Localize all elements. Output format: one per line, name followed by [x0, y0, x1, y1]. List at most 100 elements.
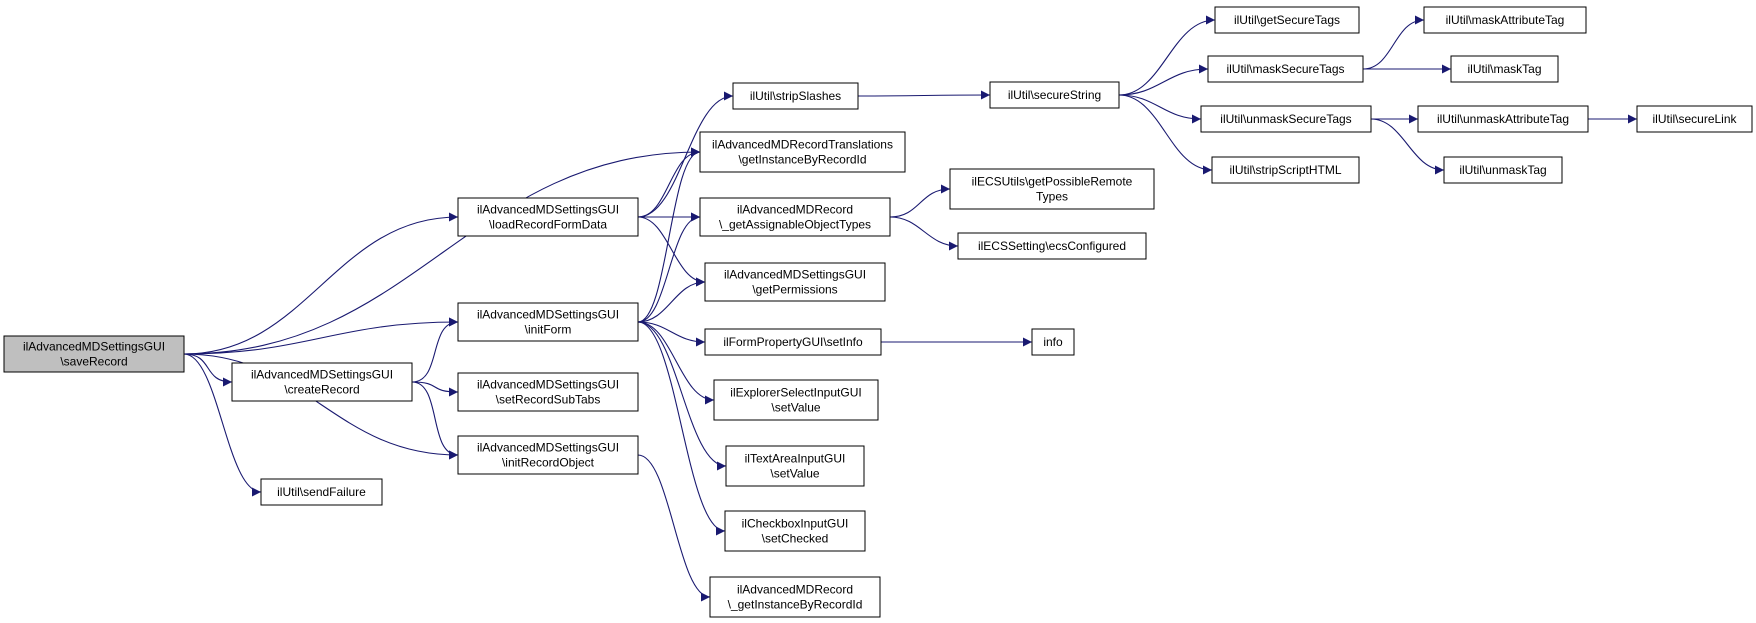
node-label: ilECSUtils\getPossibleRemote	[972, 175, 1133, 189]
node-box	[1207, 55, 1364, 83]
node-box	[1443, 156, 1563, 184]
node-box	[457, 302, 639, 342]
node-label: Types	[1036, 190, 1068, 204]
node-label: \initForm	[525, 323, 572, 337]
edge-create-record-to-set-record-sub-tabs	[411, 381, 459, 397]
node-save-record[interactable]: ilAdvancedMDSettingsGUI\saveRecord	[3, 335, 185, 373]
node-label: ilAdvancedMDSettingsGUI	[477, 308, 619, 322]
edge-load-record-form-data-to-translations	[637, 147, 701, 218]
edge-save-record-to-init-record-object	[183, 353, 459, 460]
node-secure-string[interactable]: ilUtil\secureString	[989, 81, 1120, 109]
node-box	[732, 82, 859, 110]
edge-init-form-to-permissions	[637, 277, 706, 323]
node-checkbox-set[interactable]: ilCheckboxInputGUI\setChecked	[724, 510, 866, 552]
node-box	[699, 197, 891, 237]
edge-create-record-to-init-form	[411, 317, 459, 383]
edge-save-record-to-load-record-form-data	[183, 212, 459, 355]
node-box	[713, 379, 879, 421]
edge-save-record-to-init-form	[183, 317, 459, 355]
node-label: ilUtil\stripSlashes	[750, 89, 841, 103]
node-box	[3, 335, 185, 373]
node-box	[231, 362, 413, 402]
edge-create-record-to-init-record-object	[411, 381, 459, 460]
node-label: ilUtil\maskSecureTags	[1226, 62, 1344, 76]
node-box	[1214, 6, 1360, 34]
node-label: ilFormPropertyGUI\setInfo	[723, 335, 863, 349]
node-box	[1031, 328, 1075, 356]
node-strip-script-html[interactable]: ilUtil\stripScriptHTML	[1211, 156, 1360, 184]
node-get-secure-tags[interactable]: ilUtil\getSecureTags	[1214, 6, 1360, 34]
node-box	[949, 168, 1155, 210]
node-mask-secure-tags[interactable]: ilUtil\maskSecureTags	[1207, 55, 1364, 83]
node-explorer-set[interactable]: ilExplorerSelectInputGUI\setValue	[713, 379, 879, 421]
edge-strip-slashes-to-secure-string	[857, 90, 991, 100]
node-box	[1450, 55, 1559, 83]
node-box	[704, 262, 886, 302]
edge-mask-secure-tags-to-mask-attribute-tag	[1362, 15, 1425, 70]
node-label: ilUtil\unmaskAttributeTag	[1437, 112, 1569, 126]
node-box	[1211, 156, 1360, 184]
node-label: \setChecked	[762, 532, 829, 546]
node-set-record-sub-tabs[interactable]: ilAdvancedMDSettingsGUI\setRecordSubTabs	[457, 372, 639, 412]
node-label: ilAdvancedMDRecord	[737, 583, 853, 597]
node-box	[457, 197, 639, 237]
edge-load-record-form-data-to-permissions	[637, 216, 706, 287]
node-load-record-form-data[interactable]: ilAdvancedMDSettingsGUI\loadRecordFormDa…	[457, 197, 639, 237]
node-mask-attribute-tag[interactable]: ilUtil\maskAttributeTag	[1423, 6, 1587, 34]
node-create-record[interactable]: ilAdvancedMDSettingsGUI\createRecord	[231, 362, 413, 402]
node-box	[699, 131, 906, 173]
node-box	[1417, 105, 1589, 133]
edge-save-record-to-translations	[183, 147, 701, 355]
edge-save-record-to-send-failure	[183, 353, 262, 497]
node-assignable[interactable]: ilAdvancedMDRecord\_getAssignableObjectT…	[699, 197, 891, 237]
edge-load-record-form-data-to-strip-slashes	[637, 91, 734, 218]
node-unmask-secure-tags[interactable]: ilUtil\unmaskSecureTags	[1200, 105, 1372, 133]
edge-init-form-to-set-info	[637, 321, 706, 347]
node-strip-slashes[interactable]: ilUtil\stripSlashes	[732, 82, 859, 110]
node-text-area-set[interactable]: ilTextAreaInputGUI\setValue	[725, 445, 865, 487]
node-label: ilAdvancedMDSettingsGUI	[477, 378, 619, 392]
node-layer: ilAdvancedMDSettingsGUI\saveRecord ilAdva…	[3, 6, 1753, 618]
node-send-failure[interactable]: ilUtil\sendFailure	[260, 478, 383, 506]
node-init-form[interactable]: ilAdvancedMDSettingsGUI\initForm	[457, 302, 639, 342]
node-record-instance[interactable]: ilAdvancedMDRecord\_getInstanceByRecordI…	[709, 576, 881, 618]
edge-init-form-to-text-area-set	[637, 321, 727, 471]
node-unmask-attribute-tag[interactable]: ilUtil\unmaskAttributeTag	[1417, 105, 1589, 133]
node-box	[457, 372, 639, 412]
edge-secure-string-to-unmask-secure-tags	[1118, 94, 1202, 124]
node-label: ilCheckboxInputGUI	[742, 517, 849, 531]
node-label: ilUtil\unmaskTag	[1459, 163, 1546, 177]
node-label: \setRecordSubTabs	[496, 393, 601, 407]
node-ecs-configured[interactable]: ilECSSetting\ecsConfigured	[957, 232, 1147, 260]
node-mask-tag[interactable]: ilUtil\maskTag	[1450, 55, 1559, 83]
node-label: ilAdvancedMDRecordTranslations	[712, 138, 893, 152]
edge-save-record-to-create-record	[183, 353, 233, 387]
node-box	[957, 232, 1147, 260]
node-info[interactable]: info	[1031, 328, 1075, 356]
edge-secure-string-to-mask-secure-tags	[1118, 64, 1209, 96]
edge-init-form-to-assignable	[637, 212, 701, 323]
edge-secure-string-to-get-secure-tags	[1118, 15, 1216, 96]
node-label: ilUtil\stripScriptHTML	[1229, 163, 1341, 177]
node-label: ilAdvancedMDSettingsGUI	[477, 441, 619, 455]
node-permissions[interactable]: ilAdvancedMDSettingsGUI\getPermissions	[704, 262, 886, 302]
node-init-record-object[interactable]: ilAdvancedMDSettingsGUI\initRecordObject	[457, 435, 639, 475]
node-label: ilAdvancedMDSettingsGUI	[724, 268, 866, 282]
node-secure-link[interactable]: ilUtil\secureLink	[1636, 105, 1753, 133]
node-label: ilUtil\secureString	[1008, 88, 1101, 102]
node-label: ilTextAreaInputGUI	[745, 452, 846, 466]
node-label: ilAdvancedMDSettingsGUI	[251, 368, 393, 382]
node-translations[interactable]: ilAdvancedMDRecordTranslations\getInstan…	[699, 131, 906, 173]
node-label: ilUtil\maskTag	[1467, 62, 1541, 76]
node-label: \initRecordObject	[502, 456, 595, 470]
node-box	[725, 445, 865, 487]
edge-init-record-object-to-record-instance	[637, 454, 711, 602]
edge-assignable-to-possible-remote	[889, 184, 951, 218]
node-label: \getPermissions	[752, 283, 837, 297]
node-set-info[interactable]: ilFormPropertyGUI\setInfo	[704, 328, 882, 356]
node-box	[989, 81, 1120, 109]
node-unmask-tag[interactable]: ilUtil\unmaskTag	[1443, 156, 1563, 184]
node-label: \loadRecordFormData	[489, 218, 607, 232]
